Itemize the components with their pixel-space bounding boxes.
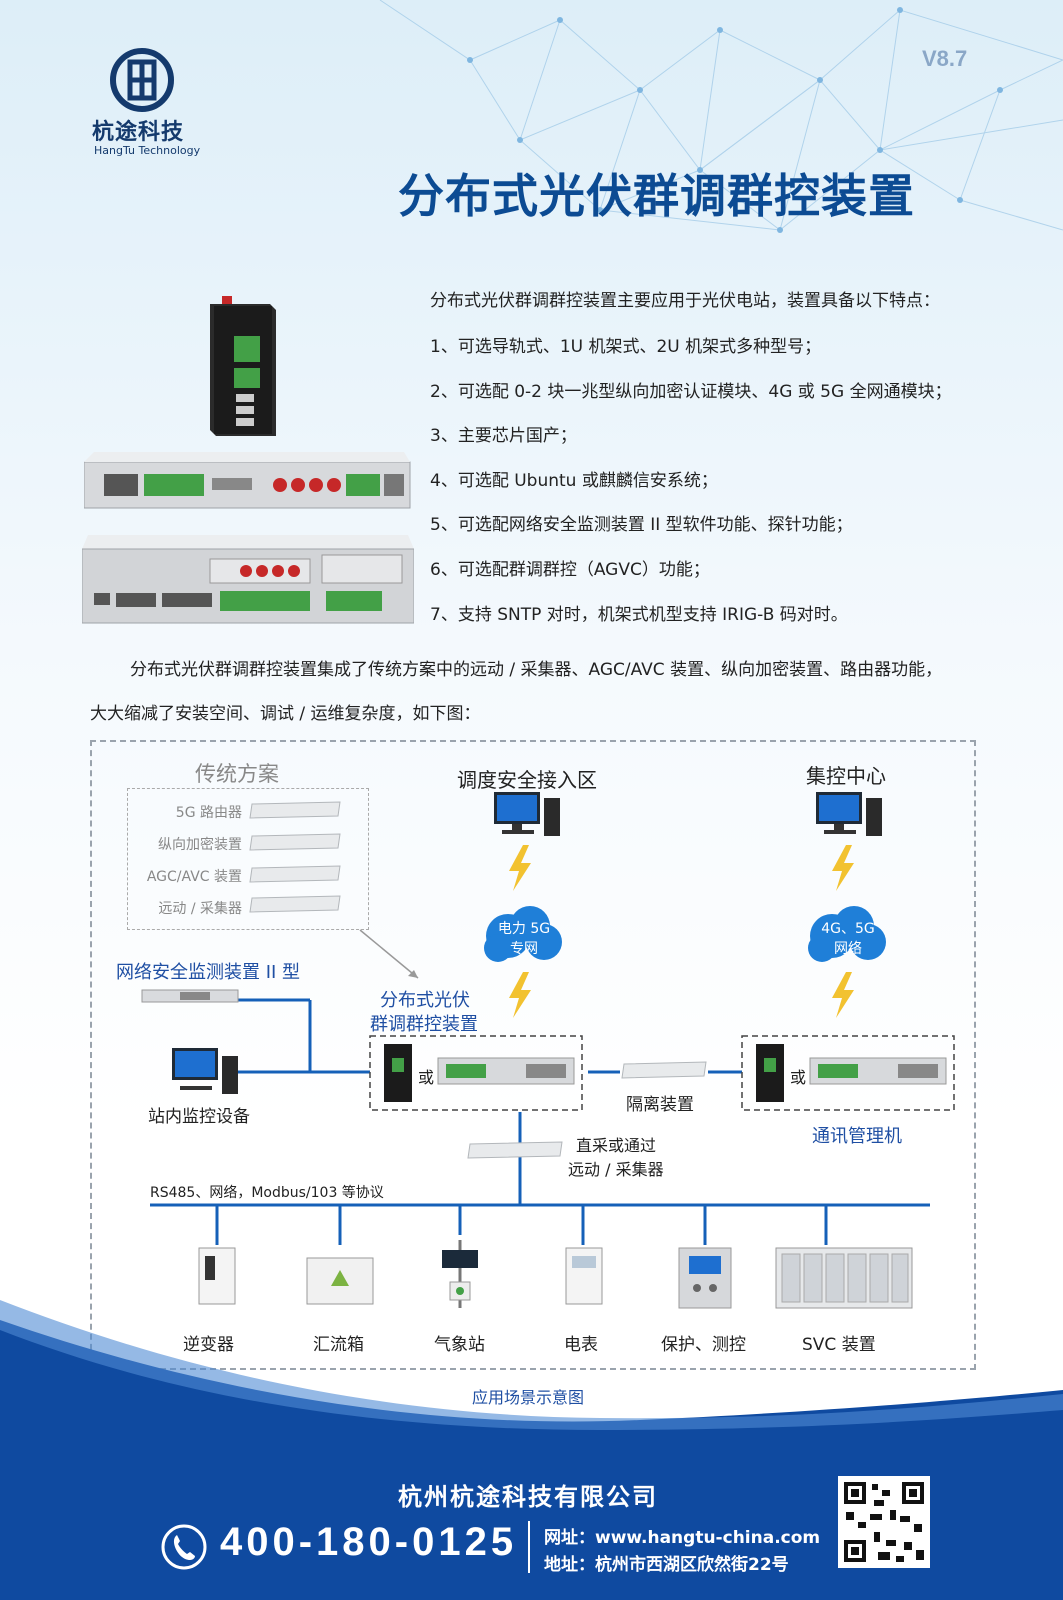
- feature-intro: 分布式光伏群调群控装置主要应用于光伏电站，装置具备以下特点：: [430, 291, 940, 311]
- feature-item: 4、可选配 Ubuntu 或麒麟信安系统；: [430, 470, 718, 491]
- diagram-caption: 应用场景示意图: [472, 1388, 585, 1407]
- combiner-box-image: [306, 1257, 374, 1305]
- feature-item: 6、可选配群调群控（AGVC）功能；: [430, 559, 710, 580]
- or-label: 或: [418, 1068, 435, 1087]
- summary-line-1: 分布式光伏群调群控装置集成了传统方案中的远动 / 采集器、AGC/AVC 装置、…: [130, 660, 943, 680]
- traditional-devices-image: [249, 801, 341, 913]
- phone-number[interactable]: 400-180-0125: [220, 1520, 518, 1564]
- protection-device-image: [678, 1247, 732, 1309]
- comm-manager-label: 通讯管理机: [812, 1126, 902, 1147]
- network-decoration: [379, 0, 1063, 233]
- isolation-device-image: [621, 1061, 707, 1079]
- isolation-label: 隔离装置: [626, 1095, 694, 1115]
- device-label-line1: 分布式光伏: [380, 990, 470, 1011]
- din-device-icon: [384, 1044, 412, 1102]
- rack-device-icon: [437, 1057, 575, 1085]
- company-logo: 杭途科技 HangTu Technology: [92, 48, 212, 158]
- traditional-item: 纵向加密装置: [158, 837, 242, 853]
- feature-item: 7、支持 SNTP 对时，机架式机型支持 IRIG-B 码对时。: [430, 604, 848, 625]
- direct-collect-line2: 远动 / 采集器: [568, 1160, 664, 1179]
- dispatch-zone-label: 调度安全接入区: [457, 768, 597, 792]
- station-monitor-label: 站内监控设备: [148, 1107, 250, 1127]
- brand-name-en: HangTu Technology: [94, 144, 201, 157]
- traditional-solution-box: [127, 788, 369, 930]
- logo-mark-icon: [110, 48, 174, 112]
- feature-list: 分布式光伏群调群控装置主要应用于光伏电站，装置具备以下特点： 1、可选导轨式、1…: [430, 290, 1040, 648]
- website-text[interactable]: 网址：www.hangtu-china.com: [544, 1528, 821, 1548]
- field-device-label: 逆变器: [183, 1335, 234, 1355]
- footer-divider: [528, 1521, 530, 1573]
- lightning-icon: [509, 845, 531, 891]
- company-name: 杭州杭途科技有限公司: [398, 1483, 658, 1511]
- collector-device-image: [467, 1141, 563, 1159]
- cloud-label: 电力 5G: [497, 921, 551, 937]
- cloud-label: 专网: [510, 941, 538, 957]
- feature-item: 5、可选配网络安全监测装置 II 型软件功能、探针功能；: [430, 515, 853, 536]
- rack-device-icon: [809, 1057, 947, 1085]
- inverter-image: [198, 1247, 236, 1305]
- traditional-item: 5G 路由器: [175, 805, 242, 821]
- field-device-label: 气象站: [434, 1335, 485, 1355]
- feature-item: 1、可选导轨式、1U 机架式、2U 机架式多种型号；: [430, 337, 822, 357]
- computer-icon: [816, 792, 882, 836]
- din-rail-device-image: [210, 296, 276, 436]
- meter-image: [565, 1247, 603, 1305]
- netsec-device-image: [141, 989, 239, 1003]
- protocol-label: RS485、网络，Modbus/103 等协议: [150, 1185, 384, 1201]
- weather-station-image: [442, 1240, 478, 1308]
- version-label: V8.7: [922, 46, 968, 71]
- din-device-icon: [756, 1044, 784, 1102]
- traditional-item: 远动 / 采集器: [158, 901, 242, 917]
- monitor-computer-icon: [172, 1048, 238, 1094]
- svc-device-image: [775, 1247, 913, 1309]
- or-label: 或: [790, 1068, 807, 1087]
- computer-icon: [494, 792, 560, 836]
- footer-band: [0, 1300, 1063, 1600]
- feature-item: 2、可选配 0-2 块一兆型纵向加密认证模块、4G 或 5G 全网通模块；: [430, 381, 952, 402]
- field-device-label: SVC 装置: [802, 1335, 876, 1355]
- rack-2u-device-image: [82, 535, 414, 624]
- qr-code-icon[interactable]: [838, 1476, 930, 1568]
- address-text: 地址：杭州市西湖区欣然街22号: [544, 1555, 789, 1575]
- feature-item: 3、主要芯片国产；: [430, 426, 577, 447]
- control-center-label: 集控中心: [806, 764, 886, 788]
- lightning-icon: [832, 972, 854, 1018]
- field-device-label: 电表: [564, 1335, 598, 1355]
- rack-1u-device-image: [84, 452, 411, 509]
- traditional-item: AGC/AVC 装置: [146, 869, 242, 885]
- page-title: 分布式光伏群调群控装置: [398, 169, 915, 223]
- field-device-label: 保护、测控: [661, 1335, 746, 1355]
- phone-icon: [161, 1524, 207, 1570]
- cloud-label: 4G、5G: [821, 921, 875, 937]
- lightning-icon: [832, 845, 854, 891]
- summary-paragraph: 分布式光伏群调群控装置集成了传统方案中的远动 / 采集器、AGC/AVC 装置、…: [90, 648, 1010, 736]
- lightning-icon: [509, 972, 531, 1018]
- application-diagram: [90, 740, 976, 1370]
- brand-name-cn: 杭途科技: [92, 120, 185, 145]
- traditional-title: 传统方案: [195, 762, 279, 786]
- cloud-icon: [808, 906, 886, 962]
- device-label-line2: 群调群控装置: [370, 1014, 478, 1035]
- cloud-label: 网络: [834, 941, 862, 957]
- cloud-icon: [484, 906, 562, 962]
- summary-line-2: 大大缩减了安装空间、调试 / 运维复杂度，如下图：: [90, 704, 481, 724]
- direct-collect-line1: 直采或通过: [576, 1136, 657, 1155]
- field-device-label: 汇流箱: [313, 1335, 364, 1355]
- netsec-device-label: 网络安全监测装置 II 型: [116, 962, 301, 983]
